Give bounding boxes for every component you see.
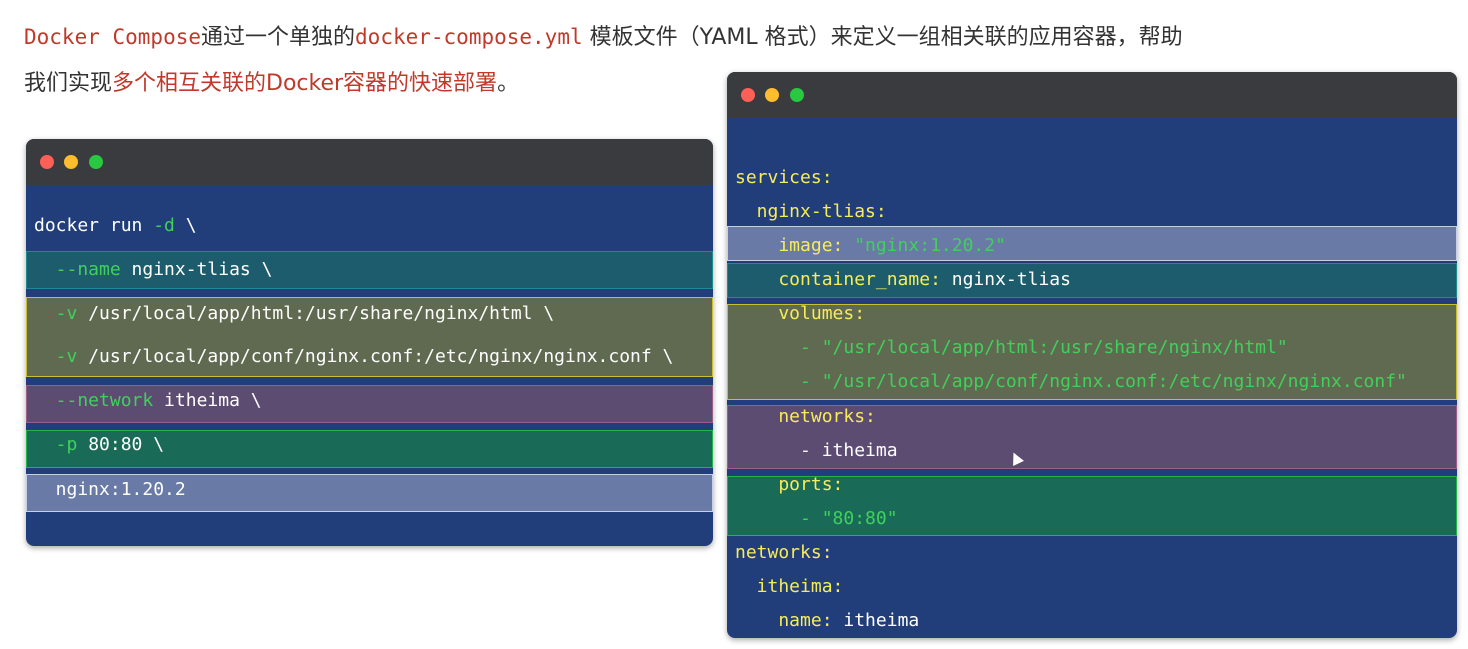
yaml-line: name: itheima <box>735 610 920 631</box>
container-name-highlight <box>727 263 1457 298</box>
yaml-line: ports: <box>735 474 844 495</box>
intro-text: 。 <box>497 71 520 96</box>
maximize-dot-icon <box>89 155 103 169</box>
yaml-line: nginx-tlias: <box>735 201 887 222</box>
yaml-line: networks: <box>735 542 833 563</box>
yaml-line: services: <box>735 167 833 188</box>
port-highlight <box>26 430 713 468</box>
code-line: nginx:1.20.2 <box>34 479 186 500</box>
image-highlight <box>26 474 713 512</box>
minimize-dot-icon <box>765 88 779 102</box>
volume-highlight <box>26 297 713 377</box>
yaml-line: - "80:80" <box>735 508 898 529</box>
code-line: docker run -d \ <box>34 215 197 236</box>
code-line: --network itheima \ <box>34 390 262 411</box>
intro-text: 模板文件（YAML 格式）来定义一组相关联的应用容器，帮助 <box>582 25 1183 50</box>
yaml-line: image: "nginx:1.20.2" <box>735 235 1006 256</box>
image-highlight <box>727 226 1457 261</box>
minimize-dot-icon <box>64 155 78 169</box>
yaml-line: - itheima <box>735 440 898 461</box>
compose-file-name: docker-compose.yml <box>355 25 583 49</box>
docker-compose-term: Docker Compose <box>24 25 202 49</box>
yaml-line: volumes: <box>735 303 866 324</box>
docker-run-window: docker run -d \ --name nginx-tlias \ -v … <box>26 139 713 546</box>
code-line: -v /usr/local/app/conf/nginx.conf:/etc/n… <box>34 346 674 367</box>
yaml-line: networks: <box>735 406 876 427</box>
volumes-highlight <box>727 304 1457 400</box>
code-line: -p 80:80 \ <box>34 434 165 455</box>
code-line: -v /usr/local/app/html:/usr/share/nginx/… <box>34 303 555 324</box>
network-highlight <box>26 385 713 423</box>
yaml-line: - "/usr/local/app/conf/nginx.conf:/etc/n… <box>735 371 1407 392</box>
compose-yaml-window: services: nginx-tlias: image: "nginx:1.2… <box>727 72 1457 638</box>
intro-paragraph: Docker Compose通过一个单独的docker-compose.yml … <box>24 14 1444 107</box>
code-line: --name nginx-tlias \ <box>34 259 273 280</box>
intro-text: 我们实现 <box>24 71 113 96</box>
yaml-line: itheima: <box>735 576 844 597</box>
close-dot-icon <box>741 88 755 102</box>
maximize-dot-icon <box>790 88 804 102</box>
name-highlight <box>26 251 713 289</box>
yaml-line: - "/usr/local/app/html:/usr/share/nginx/… <box>735 337 1288 358</box>
networks-highlight <box>727 405 1457 469</box>
yaml-line: container_name: nginx-tlias <box>735 269 1071 290</box>
window-titlebar <box>26 139 713 185</box>
intro-text: 通过一个单独的 <box>201 25 356 50</box>
docker-run-code: docker run -d \ --name nginx-tlias \ -v … <box>26 139 713 546</box>
intro-highlight: 多个相互关联的Docker容器的快速部署 <box>112 71 498 96</box>
compose-yaml-code: services: nginx-tlias: image: "nginx:1.2… <box>727 72 1457 638</box>
close-dot-icon <box>40 155 54 169</box>
window-titlebar <box>727 72 1457 118</box>
ports-highlight <box>727 476 1457 536</box>
